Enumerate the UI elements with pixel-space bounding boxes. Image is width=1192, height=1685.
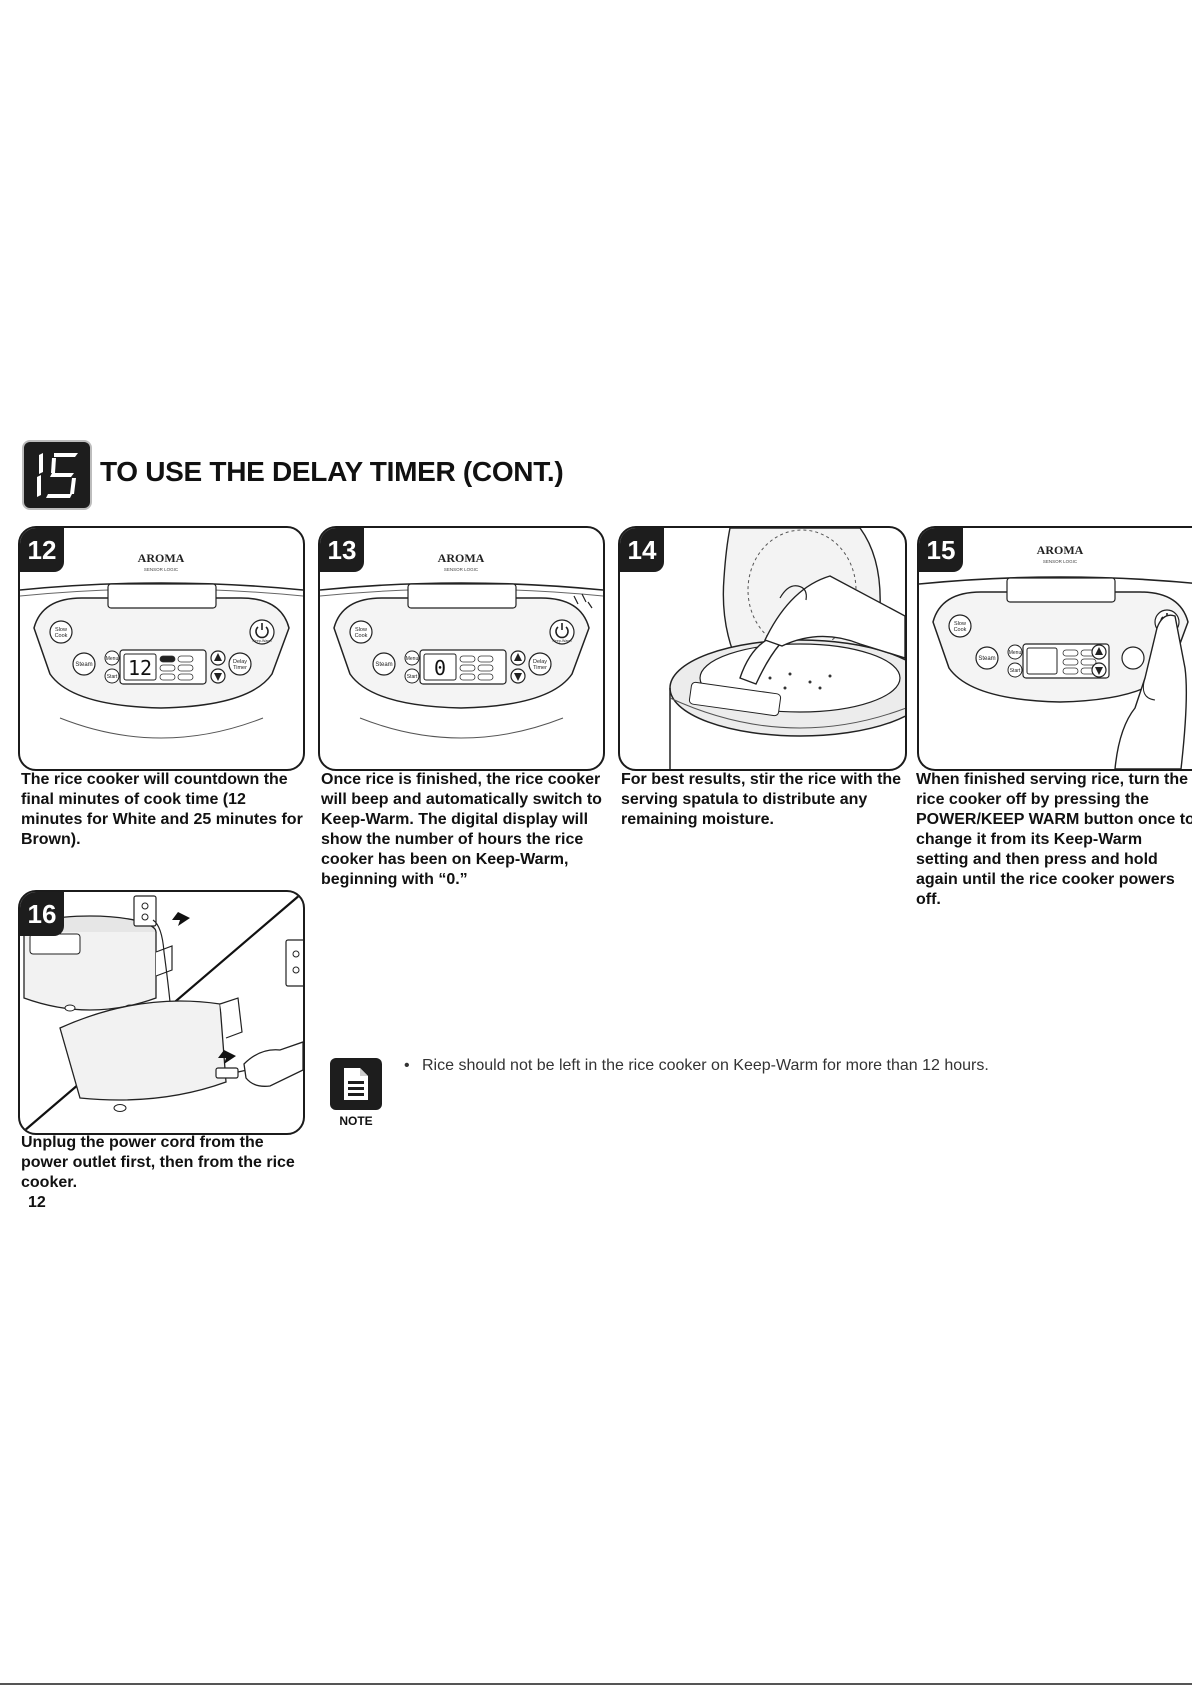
note-label: NOTE (339, 1114, 373, 1128)
control-panel-illustration: AROMA SENSOR LOGIC Slow Cook Steam Menu … (20, 551, 303, 739)
step-number-badge: 13 (320, 528, 364, 572)
svg-text:Cook: Cook (954, 627, 967, 633)
svg-text:Menu: Menu (1009, 650, 1022, 656)
svg-text:Steam: Steam (375, 662, 392, 668)
note-document-icon (330, 1058, 382, 1110)
svg-text:Slow: Slow (55, 627, 67, 633)
svg-text:Start: Start (407, 674, 418, 680)
step-16-frame: 16 (18, 890, 305, 1135)
display-countdown: 12 (128, 656, 152, 680)
step-12-caption: The rice cooker will countdown the final… (21, 771, 303, 848)
brand-sub-text: SENSOR LOGIC (444, 567, 479, 572)
step-15-frame: 15 AROMA SENSOR LOGIC Slow Cook Steam Me… (917, 526, 1192, 771)
control-panel-illustration: AROMA SENSOR LOGIC Slow Cook Steam Menu … (320, 551, 603, 739)
step-number-badge: 14 (620, 528, 664, 572)
section-header: TO USE THE DELAY TIMER (CONT.) (24, 442, 724, 508)
svg-text:Start: Start (1010, 668, 1021, 674)
display-keep-warm-hours: 0 (434, 656, 446, 680)
press-power-button-illustration: AROMA SENSOR LOGIC Slow Cook Steam Menu … (919, 543, 1192, 769)
svg-text:Delay: Delay (233, 659, 247, 665)
step-14-frame: 14 (618, 526, 907, 771)
svg-text:Cook: Cook (55, 633, 68, 639)
svg-text:Keep-Warm: Keep-Warm (252, 639, 271, 643)
step-12-frame: 12 AROMA SENSOR LOGIC Slow Cook Steam Me… (18, 526, 305, 771)
page-number: 12 (28, 1194, 46, 1211)
svg-text:Delay: Delay (533, 659, 547, 665)
step-number-badge: 12 (20, 528, 64, 572)
brand-sub-text: SENSOR LOGIC (1043, 559, 1078, 564)
step-13-caption: Once rice is finished, the rice cooker w… (321, 771, 602, 888)
svg-text:Timer: Timer (533, 665, 547, 671)
brand-logo-text: AROMA (138, 551, 185, 565)
section-title: TO USE THE DELAY TIMER (CONT.) (100, 456, 564, 487)
svg-text:Start: Start (107, 674, 118, 680)
seven-segment-15-icon (24, 442, 90, 508)
brand-sub-text: SENSOR LOGIC (144, 567, 179, 572)
svg-text:Menu: Menu (406, 656, 419, 662)
step-14-caption: For best results, stir the rice with the… (621, 771, 902, 828)
svg-text:Slow: Slow (954, 621, 966, 627)
svg-text:Keep-Warm: Keep-Warm (552, 639, 571, 643)
page-bottom-rule (0, 1683, 1192, 1685)
svg-text:Menu: Menu (106, 656, 119, 662)
brand-logo-text: AROMA (438, 551, 485, 565)
step-16-caption: Unplug the power cord from the power out… (21, 1134, 295, 1191)
svg-text:Slow: Slow (355, 627, 367, 633)
step-number-badge: 16 (20, 892, 64, 936)
stirring-rice-illustration (669, 528, 905, 769)
step-13-frame: 13 AROMA SENSOR LOGIC Slow Cook Steam Me… (318, 526, 605, 771)
unplug-cord-illustration (23, 893, 303, 1132)
svg-text:Steam: Steam (75, 662, 92, 668)
step-number-badge: 15 (919, 528, 963, 572)
note-list: Rice should not be left in the rice cook… (404, 1056, 989, 1076)
brand-logo-text: AROMA (1037, 543, 1084, 557)
note-item: Rice should not be left in the rice cook… (404, 1056, 989, 1076)
svg-text:Steam: Steam (978, 656, 995, 662)
svg-text:Timer: Timer (233, 665, 247, 671)
step-15-caption: When finished serving rice, turn the ric… (916, 771, 1192, 908)
svg-text:Cook: Cook (355, 633, 368, 639)
